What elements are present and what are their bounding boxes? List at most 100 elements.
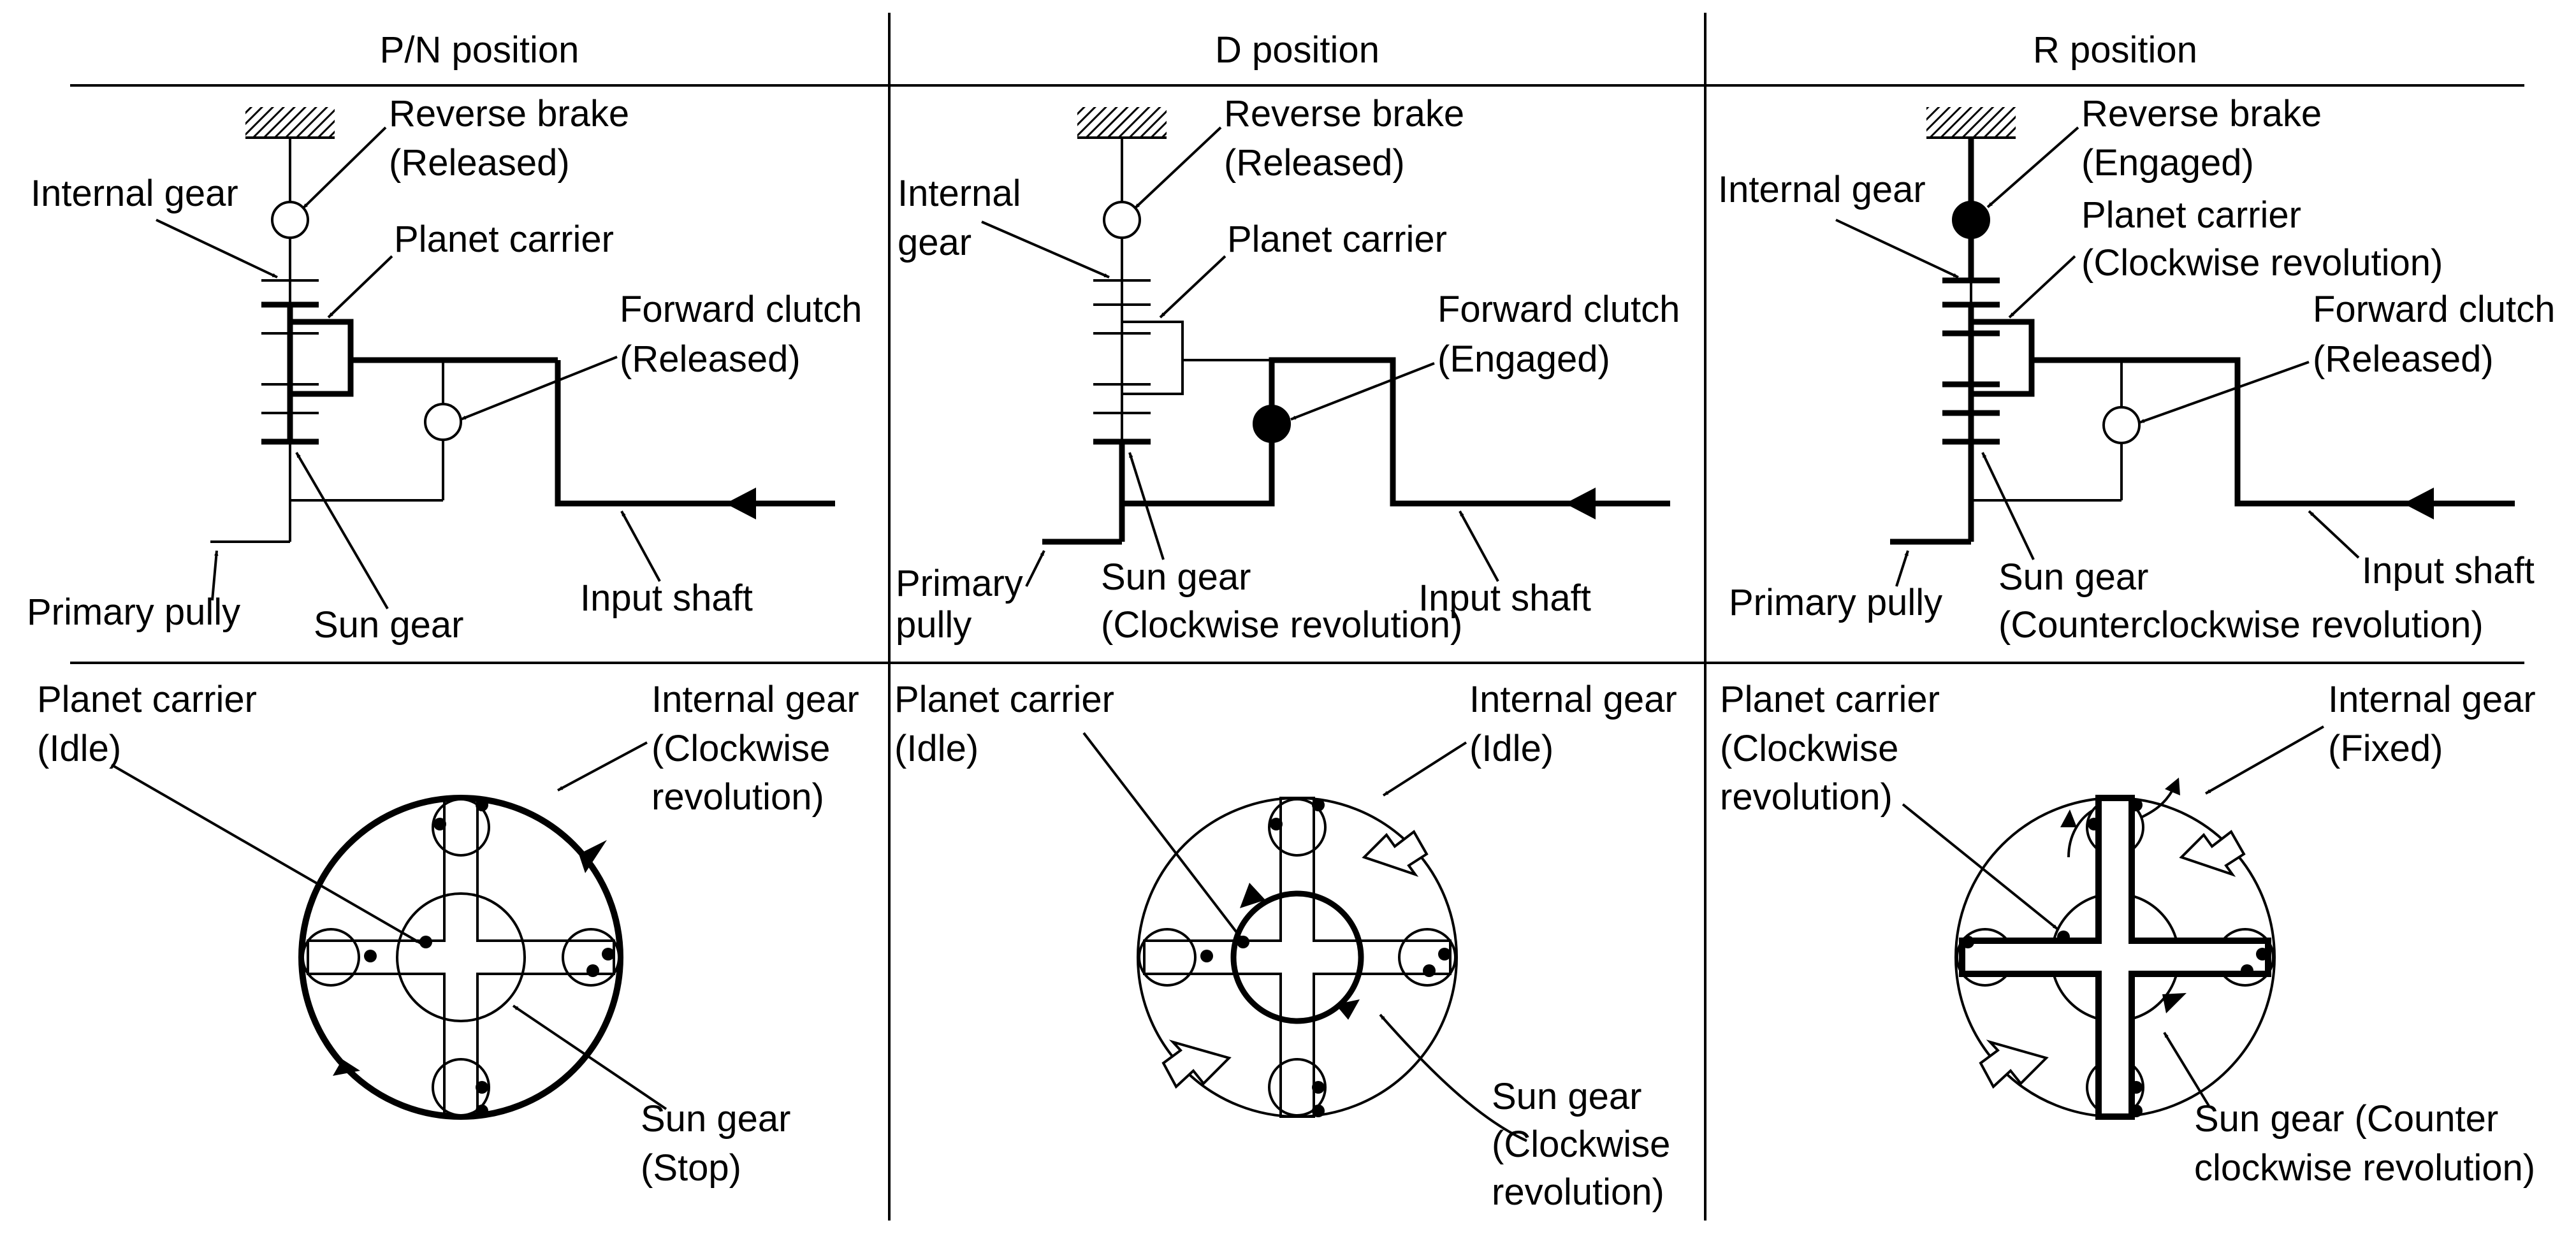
r-carrier-label: Planet carrier xyxy=(1720,679,1940,720)
r-forward-clutch-symbol xyxy=(2102,406,2141,444)
r-ground-hatch xyxy=(1926,107,2016,138)
pn-ring-state: (Clockwise xyxy=(651,728,830,769)
d-sun-label: Sun gear xyxy=(1492,1076,1641,1117)
r-carrier-rotation-arc-2 xyxy=(2141,789,2174,818)
pn-sun-state: (Stop) xyxy=(641,1147,741,1189)
pn-primary-pully-label: Primary pully xyxy=(27,591,240,633)
r-carrier-state: (Clockwise xyxy=(1720,728,1898,769)
r-primary-pully-label: Primary pully xyxy=(1729,582,1942,623)
d-ring-label: Internal gear xyxy=(1469,679,1677,720)
d-ground-hatch xyxy=(1077,107,1167,138)
r-reverse-brake-label: Reverse brake xyxy=(2081,93,2322,134)
d-planet-gears xyxy=(1138,798,1457,1117)
header-d: D position xyxy=(1215,29,1379,71)
d-internal-gear-label: Internal xyxy=(898,173,1021,214)
d-ring-state: (Idle) xyxy=(1469,728,1554,769)
r-reverse-brake-symbol xyxy=(1952,201,1990,239)
d-pinion-dots xyxy=(1200,799,1451,1117)
pn-sun-label: Sun gear xyxy=(641,1098,790,1140)
d-planet-carrier-cross xyxy=(1143,797,1452,1118)
pn-planet-carrier-thick xyxy=(261,319,835,507)
header-pn: P/N position xyxy=(380,29,579,71)
pn-schematic xyxy=(210,107,835,543)
d-carrier-idle-label: Planet carrier xyxy=(894,679,1114,720)
pn-carrier-idle-label: Planet carrier xyxy=(37,679,257,720)
pn-sun-gear-disk xyxy=(396,892,526,1022)
d-bottom-labels: Planet carrier (Idle) Internal gear (Idl… xyxy=(894,679,1677,1213)
d-schematic xyxy=(1042,107,1670,545)
d-sun-state-2: revolution) xyxy=(1492,1171,1664,1213)
d-primary-pully-label-2: pully xyxy=(896,604,971,646)
d-top-labels: Reverse brake (Released) Internal gear P… xyxy=(896,93,1680,646)
r-sun-label: Sun gear (Counter xyxy=(2194,1098,2498,1140)
r-forward-clutch-state: (Released) xyxy=(2313,338,2494,380)
pn-planet-gears xyxy=(302,798,620,1117)
pn-forward-clutch-symbol xyxy=(424,403,462,441)
r-sun-gear-state: (Counterclockwise revolution) xyxy=(1998,604,2484,646)
r-carrier-rotation-arrow-2 xyxy=(2165,778,2180,795)
pn-forward-clutch-label: Forward clutch xyxy=(620,289,862,330)
d-sun-gear-thick xyxy=(1042,438,1275,545)
pn-internal-gear-label: Internal gear xyxy=(31,173,238,214)
d-input-arrow xyxy=(1565,488,1596,519)
r-carrier-rotation-arrow-1 xyxy=(2060,809,2077,827)
pn-top-labels: Reverse brake (Released) Internal gear P… xyxy=(27,93,862,646)
r-sun-rotation-arrow xyxy=(2162,993,2187,1013)
r-input-shaft-label: Input shaft xyxy=(2362,550,2535,591)
d-forward-clutch-symbol xyxy=(1253,405,1291,443)
d-reverse-brake-state: (Released) xyxy=(1224,142,1405,184)
pn-sun-gear-label: Sun gear xyxy=(314,604,463,646)
d-internal-gear-label-2: gear xyxy=(898,222,971,263)
r-gear-view xyxy=(1954,778,2276,1120)
r-hollow-arrow-2 xyxy=(1979,1040,2049,1089)
pn-ring-label: Internal gear xyxy=(651,679,859,720)
pn-internal-gear-thick xyxy=(261,301,319,445)
d-sun-gear-disk xyxy=(1230,890,1364,1024)
pn-forward-clutch-state: (Released) xyxy=(620,338,801,380)
pn-carrier-idle-state: (Idle) xyxy=(37,728,121,769)
d-sun-gear-state: (Clockwise revolution) xyxy=(1101,604,1462,646)
pn-reverse-brake-label: Reverse brake xyxy=(389,93,629,134)
pn-ring-state-2: revolution) xyxy=(651,776,824,818)
r-schematic xyxy=(1890,107,2515,545)
r-pinion-dots xyxy=(1961,799,2269,1117)
r-input-shaft-thick xyxy=(2032,357,2515,507)
pn-bottom-labels: Planet carrier (Idle) Internal gear (Clo… xyxy=(37,679,859,1189)
r-internal-gear-label: Internal gear xyxy=(1718,169,1926,210)
r-hollow-arrow-1 xyxy=(2179,830,2246,877)
r-planet-carrier-thick xyxy=(1890,301,2035,545)
pn-ring-rotation-arrow-1 xyxy=(579,840,607,873)
r-top-labels: Reverse brake (Engaged) Internal gear Pl… xyxy=(1718,93,2555,646)
r-planet-carrier-label: Planet carrier xyxy=(2081,194,2301,236)
r-planet-carrier-state: (Clockwise revolution) xyxy=(2081,242,2443,284)
r-bottom-labels: Planet carrier (Clockwise revolution) In… xyxy=(1720,679,2536,1189)
d-hollow-arrow-1 xyxy=(1362,830,1429,877)
pn-ground-hatch xyxy=(245,107,335,138)
d-sun-rotation-arrow-1 xyxy=(1240,883,1265,908)
d-sun-gear-label: Sun gear xyxy=(1101,556,1251,598)
d-input-shaft-label: Input shaft xyxy=(1418,577,1591,619)
pn-pinion-dots xyxy=(364,799,615,1117)
pn-gear-view xyxy=(298,795,623,1120)
r-carrier-state-2: revolution) xyxy=(1720,776,1893,818)
d-carrier-idle-state: (Idle) xyxy=(894,728,979,769)
d-input-shaft-thick xyxy=(1269,357,1670,507)
r-ring-label: Internal gear xyxy=(2328,679,2536,720)
header-r: R position xyxy=(2033,29,2197,71)
d-hollow-arrow-2 xyxy=(1161,1040,1232,1089)
d-gear-view xyxy=(1137,797,1458,1118)
r-ring-state: (Fixed) xyxy=(2328,728,2443,769)
r-reverse-brake-state: (Engaged) xyxy=(2081,142,2254,184)
d-sun-rotation-arrow-2 xyxy=(1335,999,1360,1020)
pn-ring-rotation-arrow-2 xyxy=(333,1059,360,1076)
pn-planet-carrier-label: Planet carrier xyxy=(394,219,614,260)
d-forward-clutch-state: (Engaged) xyxy=(1437,338,1610,380)
r-carrier-rotation-arc-1 xyxy=(2067,809,2093,858)
table-grid xyxy=(70,13,2524,1221)
d-planet-carrier-label: Planet carrier xyxy=(1227,219,1447,260)
d-primary-pully-label: Primary xyxy=(896,563,1023,604)
pn-input-arrow xyxy=(725,488,756,519)
r-input-arrow xyxy=(2403,488,2434,519)
